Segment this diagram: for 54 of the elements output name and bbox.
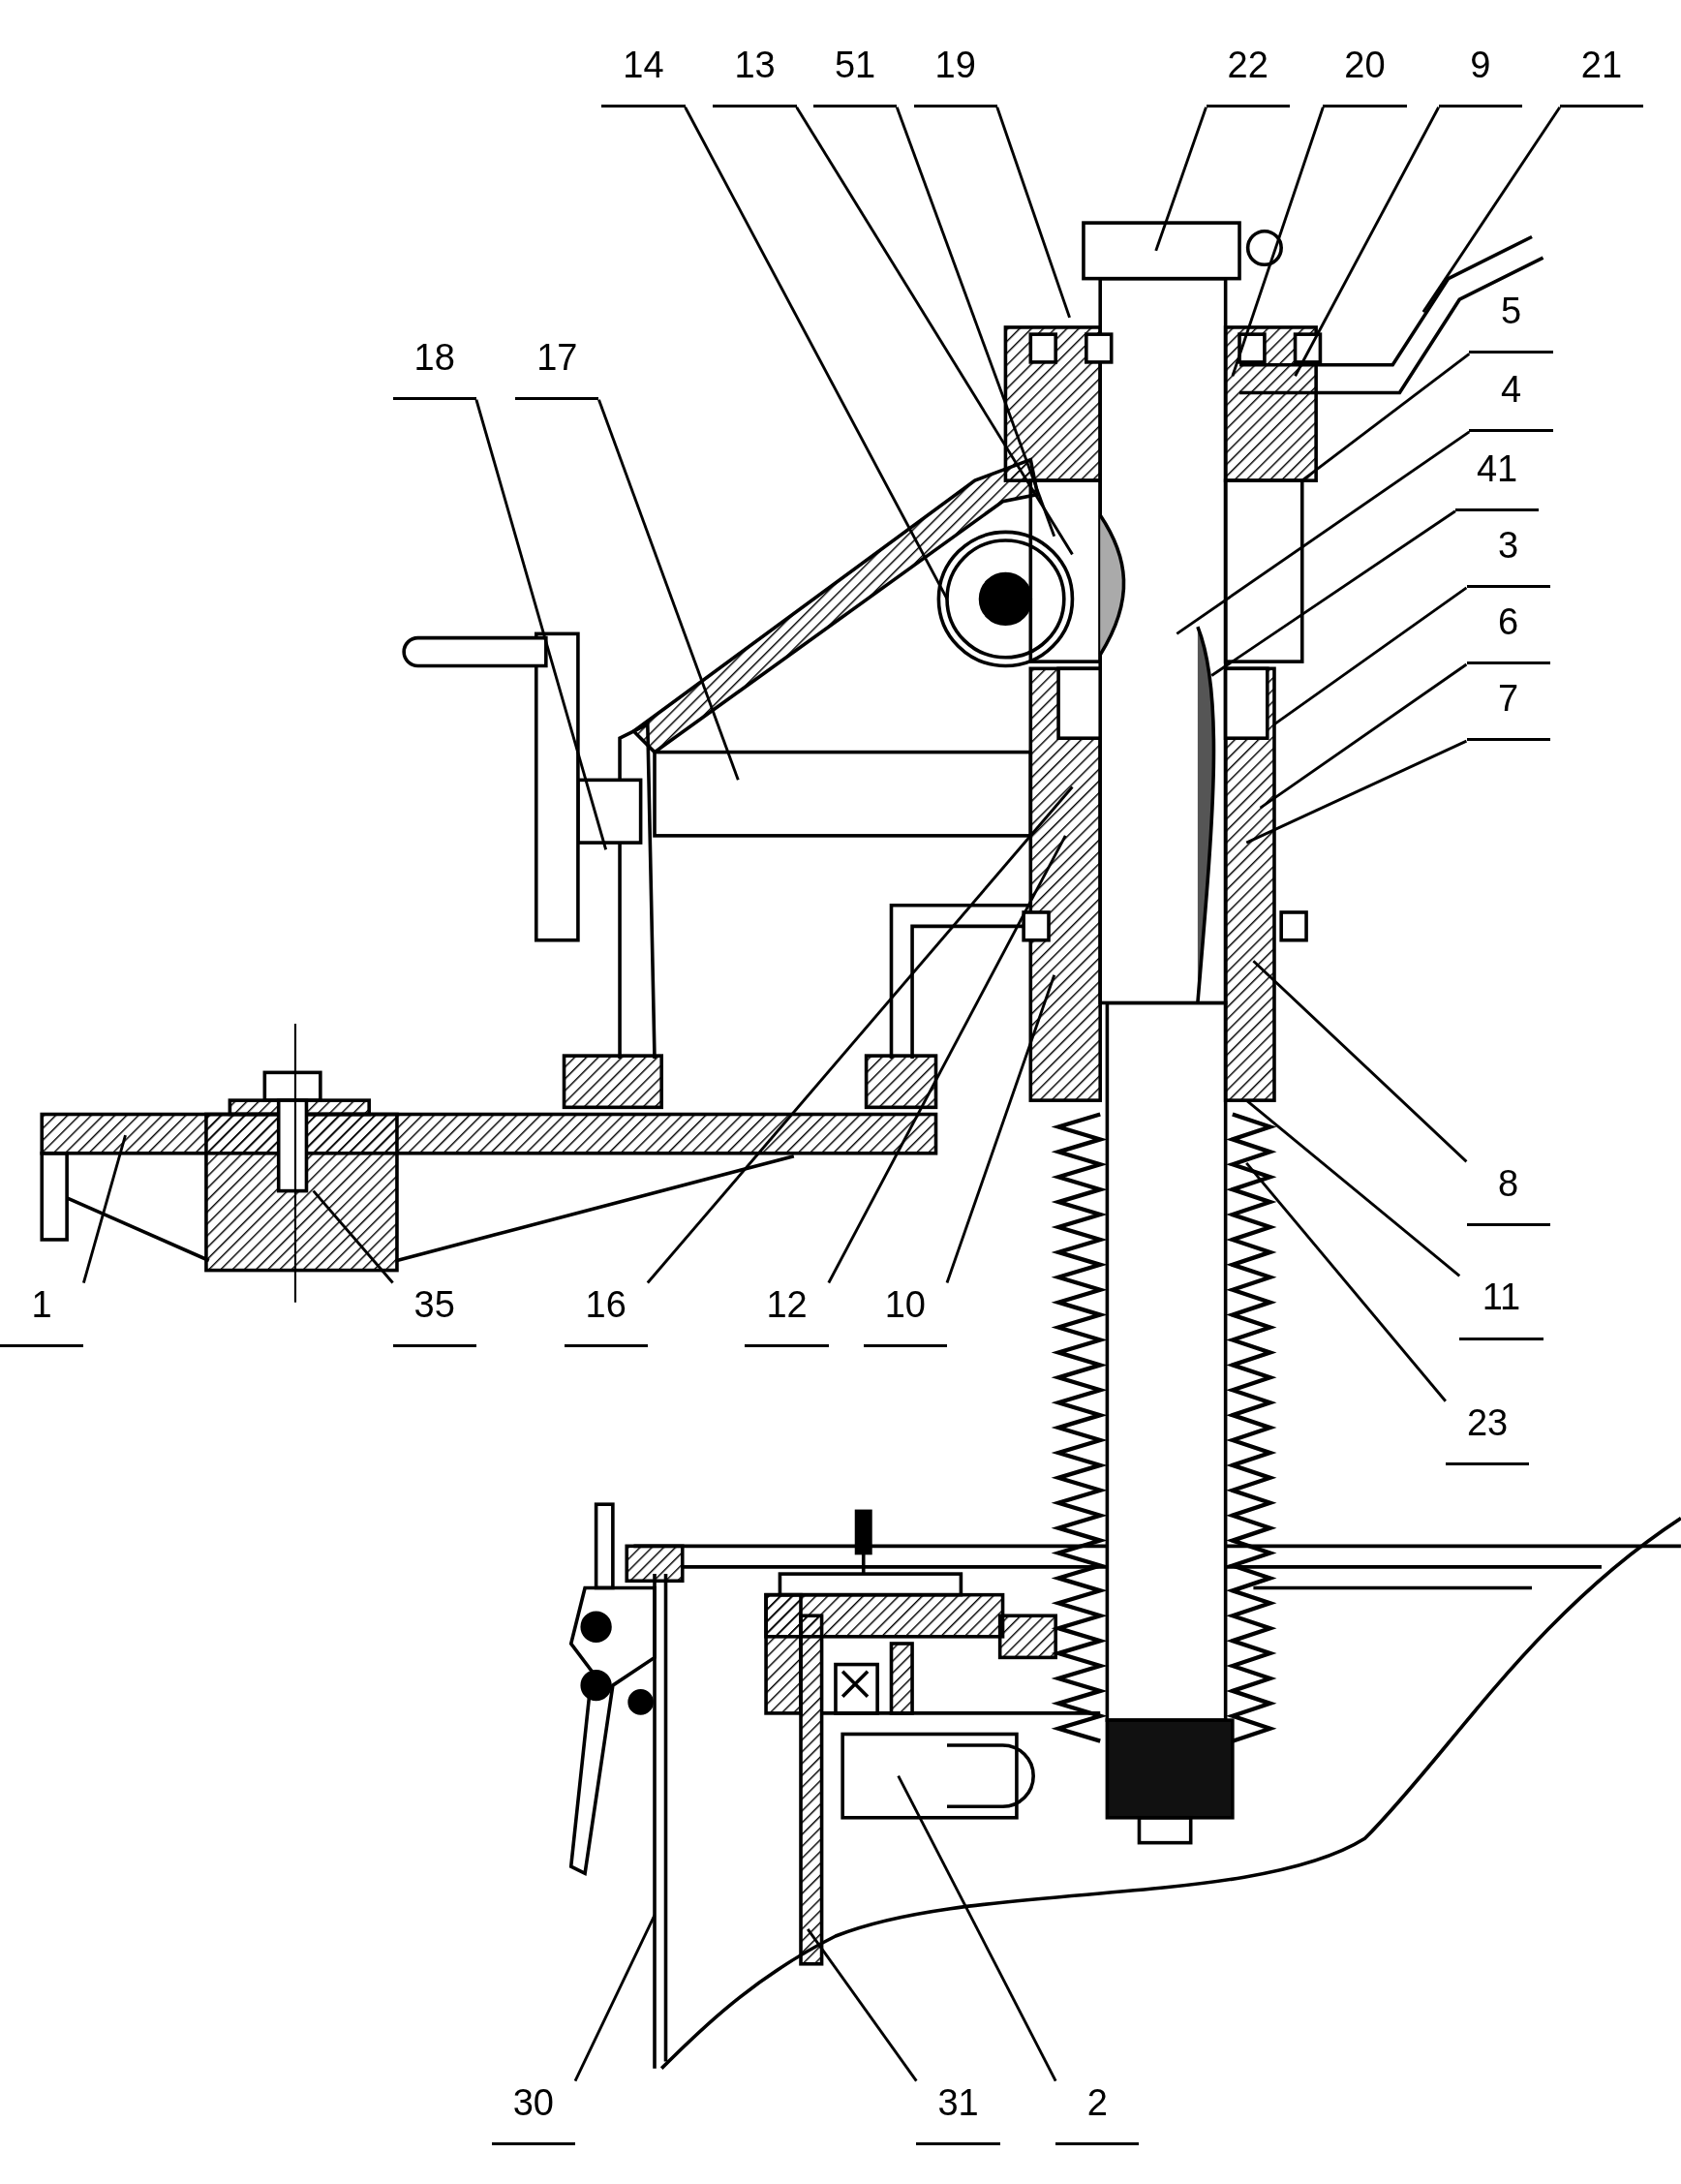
callout-number: 3 [1466,523,1550,588]
callout-number: 13 [713,43,797,108]
leader-line [1231,107,1325,377]
leader-line [795,107,1074,556]
leader-line [1252,960,1468,1163]
leader-line [1421,106,1561,313]
leader-line [597,399,740,781]
callout-number: 17 [515,335,599,400]
leader-line [995,107,1071,319]
callout-number: 23 [1445,1400,1530,1466]
callout-number: 14 [601,43,686,108]
callout-number: 31 [916,2080,1000,2145]
leader-line [1245,1161,1447,1402]
leader-line [945,974,1056,1283]
callout-number: 41 [1455,446,1540,511]
leader-line [1210,509,1456,677]
callout-number: 30 [491,2080,575,2145]
leader-line [1176,430,1471,635]
leader-line [684,107,949,600]
callout-number: 20 [1323,43,1407,108]
leader-line [1154,107,1207,252]
leader-line [1245,1099,1461,1277]
callout-number: 21 [1559,43,1644,108]
callout-number: 9 [1438,43,1522,108]
callout-number: 1 [0,1282,84,1347]
callout-number: 2 [1055,2080,1140,2145]
leader-line [827,835,1067,1284]
callout-number: 4 [1469,367,1553,432]
callout-number: 7 [1466,677,1550,742]
leader-line [1294,107,1440,377]
callout-number: 12 [745,1282,829,1347]
leader-line [646,785,1074,1284]
callout-number: 51 [812,43,898,108]
callout-number: 35 [392,1282,476,1347]
leader-line [1259,662,1468,810]
callout-number: 8 [1466,1161,1550,1226]
callout-number: 10 [863,1282,947,1347]
callout-number: 18 [392,335,476,400]
callout-number: 22 [1206,43,1290,108]
callout-number: 5 [1469,290,1553,354]
leader-line [474,399,608,850]
leader-line [82,1134,127,1283]
leader-line [573,1914,657,2082]
leader-line [1245,739,1468,845]
callout-number: 6 [1466,600,1550,665]
leader-line [895,107,1056,538]
leader-line [1300,353,1471,482]
callout-number: 11 [1459,1276,1543,1340]
leader-line [312,1189,394,1284]
callout-number: 19 [913,43,997,108]
leader-line [807,1928,918,2082]
leader-line [1273,586,1468,725]
callout-number: 16 [564,1282,648,1347]
leader-line [897,1774,1057,2082]
